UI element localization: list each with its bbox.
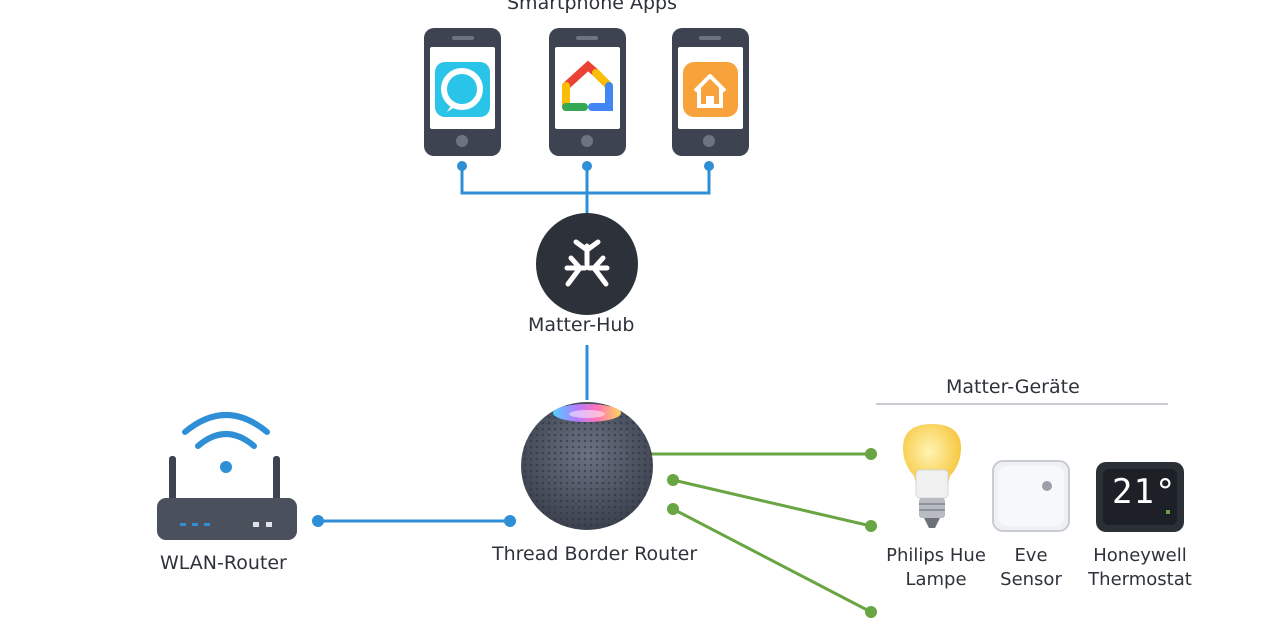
hue-bulb-device <box>903 424 961 528</box>
eve-sensor-device <box>992 460 1070 532</box>
phone-to-hub-connectors <box>318 166 711 523</box>
apple-home-app-icon <box>683 62 738 117</box>
wlan-router-device <box>157 412 297 540</box>
phone-google-home <box>549 28 626 156</box>
phone-apple-home <box>672 28 749 156</box>
apps-title: Smartphone Apps <box>507 0 677 14</box>
device-label-hue: Philips Hue Lampe <box>886 545 986 590</box>
matter-hub <box>536 213 638 315</box>
blue-connector-dots <box>312 161 714 527</box>
green-connector-dots <box>639 448 877 618</box>
matter-hub-label: Matter-Hub <box>528 314 635 336</box>
matter-logo-icon <box>564 239 610 287</box>
alexa-app-icon <box>435 62 490 117</box>
thermostat-display: 21° <box>1112 472 1177 512</box>
wifi-icon <box>182 412 270 473</box>
honeywell-thermostat-device <box>1096 462 1184 532</box>
device-label-thermostat: Honeywell Thermostat <box>1088 545 1192 590</box>
thread-border-router-label: Thread Border Router <box>492 543 698 565</box>
device-label-eve: Eve Sensor <box>1000 545 1062 590</box>
device-connectors <box>645 452 872 614</box>
thread-border-router-device <box>521 402 653 530</box>
phone-alexa <box>424 28 501 156</box>
google-home-app-icon <box>562 60 613 111</box>
devices-title: Matter-Geräte <box>946 376 1080 398</box>
wlan-router-label: WLAN-Router <box>160 552 287 574</box>
